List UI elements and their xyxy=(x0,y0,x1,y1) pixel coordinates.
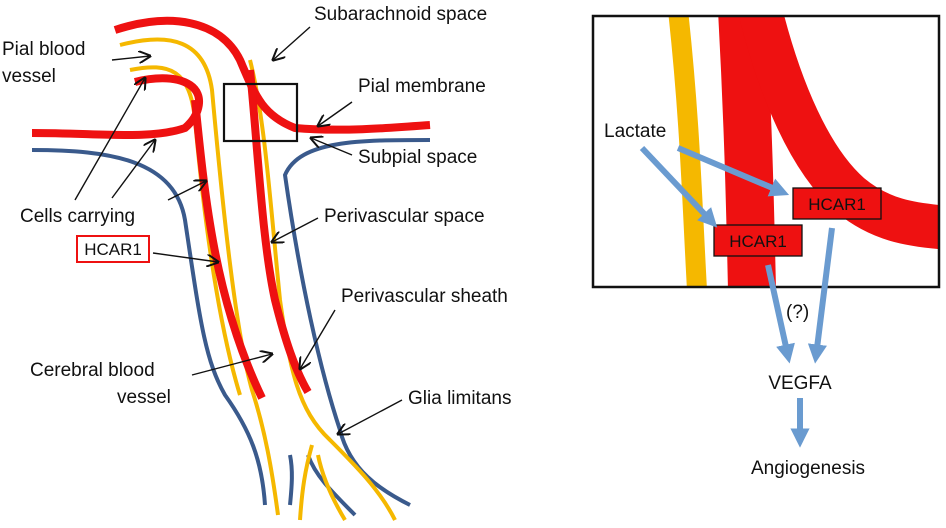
pial-membrane-branch xyxy=(298,444,314,521)
pial-membrane-branch-2 xyxy=(316,454,347,522)
hcar1-label-box xyxy=(76,235,150,263)
inset-vegfa: VEGFA xyxy=(768,373,832,394)
label-pial-membrane: Pial membrane xyxy=(358,76,486,97)
pointer-cerebral-blood-vessel xyxy=(191,354,272,376)
pointer-cells-1 xyxy=(74,78,145,201)
label-cerebral-blood-vessel-line1: Cerebral blood xyxy=(30,360,155,381)
pial-blood-vessel-left xyxy=(31,74,203,140)
zoom-box xyxy=(222,82,299,143)
glia-limitans-branch-2 xyxy=(306,454,357,517)
inset-panel: Lactate HCAR1 HCAR1 (?) VEGFA Angiogenes… xyxy=(591,14,941,479)
glia-limitans-branch-1 xyxy=(288,454,294,506)
inset-hcar1-lower-text: HCAR1 xyxy=(729,232,787,251)
label-perivascular-space: Perivascular space xyxy=(324,206,485,227)
pointer-pial-blood-vessel xyxy=(111,56,150,60)
label-cells-carrying: Cells carrying xyxy=(20,206,135,227)
pial-membrane-outer xyxy=(119,37,280,516)
pointer-subpial-space xyxy=(311,138,353,156)
arrow-lactate-to-hcar1-lower xyxy=(639,145,718,228)
pointer-cells-3 xyxy=(167,181,206,201)
glia-limitans-left xyxy=(31,148,267,506)
label-pial-blood-vessel-line1: Pial blood xyxy=(2,39,85,60)
pointer-perivascular-sheath xyxy=(300,309,336,369)
inset-lactate: Lactate xyxy=(604,121,666,142)
label-subpial-space: Subpial space xyxy=(358,147,477,168)
inset-membrane xyxy=(668,16,707,287)
pointer-subarachnoid-space xyxy=(273,26,311,60)
arrow-hcar1-upper-to-vegfa xyxy=(807,227,835,364)
pointer-cells-2 xyxy=(111,140,155,199)
pointer-pial-membrane xyxy=(318,101,353,126)
cerebral-blood-vessel-right xyxy=(246,69,312,395)
label-perivascular-sheath: Perivascular sheath xyxy=(341,286,508,307)
pointer-hcar1 xyxy=(152,252,218,262)
arrow-lactate-to-hcar1-upper xyxy=(676,145,790,197)
label-glia-limitans: Glia limitans xyxy=(408,388,511,409)
label-cerebral-blood-vessel-line2: vessel xyxy=(117,387,171,408)
inset-angiogenesis: Angiogenesis xyxy=(751,458,865,479)
pointer-perivascular-space xyxy=(272,217,319,242)
vessel-schematic xyxy=(31,16,431,522)
inset-hcar1-upper-box xyxy=(792,187,882,220)
arrow-hcar1-lower-to-vegfa xyxy=(765,264,795,364)
inset-question: (?) xyxy=(786,302,809,323)
pial-blood-vessel-top xyxy=(113,16,431,134)
cerebral-blood-vessel-left xyxy=(191,99,266,400)
label-subarachnoid-space: Subarachnoid space xyxy=(314,4,487,25)
label-pial-blood-vessel-line2: vessel xyxy=(2,66,56,87)
inset-hcar1-lower-box xyxy=(713,224,803,257)
pointer-glia-limitans xyxy=(338,399,403,434)
hcar1-label-text: HCAR1 xyxy=(84,240,142,259)
left-labels: Subarachnoid space Pial blood vessel Pia… xyxy=(2,4,511,434)
inset-hcar1-upper-text: HCAR1 xyxy=(808,195,866,214)
glia-limitans-right xyxy=(282,138,431,507)
inset-frame xyxy=(591,14,941,289)
